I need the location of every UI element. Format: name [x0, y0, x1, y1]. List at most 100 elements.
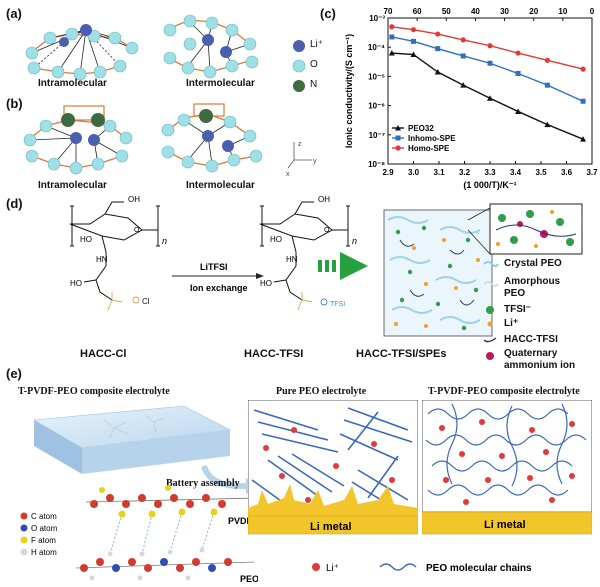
li-metal-label-right: Li metal	[484, 519, 526, 531]
panel-d-label: (d)	[6, 196, 23, 211]
hacc-tfsi-structure	[259, 201, 350, 301]
legend-label-PEO32: PEO32	[408, 124, 434, 133]
x-tick-label: 3.3	[484, 168, 496, 177]
svg-text:O: O	[324, 227, 330, 234]
panel-b-label: (b)	[6, 96, 23, 111]
point-PEO32	[388, 50, 395, 56]
point-PEO32	[544, 121, 551, 128]
green-process-arrow	[318, 252, 368, 280]
legend-amorphous-peo: Amorphous PEO	[504, 276, 561, 299]
pvdf-peo-molecular-model: C atom O atom F atom H atom PVDF PEO	[20, 485, 258, 584]
point-Inhomo-SPE	[580, 98, 586, 104]
x-tick-label: 2.9	[382, 168, 394, 177]
hacc-cl-ammonium	[107, 292, 140, 311]
intramolecular-structure-a	[25, 24, 139, 81]
legend-crystal-peo: Crystal PEO	[504, 258, 562, 269]
pure-peo-title: Pure PEO electrolyte	[276, 386, 367, 397]
point-Homo-SPE	[580, 66, 586, 72]
panel-b-structures	[23, 103, 263, 175]
point-Homo-SPE	[544, 57, 550, 63]
x-tick-label: 3.7	[586, 168, 598, 177]
point-PEO32	[580, 136, 587, 142]
panel-e-legend: Li⁺ PEO molecular chains	[312, 563, 532, 574]
legend-li: Li⁺	[310, 39, 324, 50]
peo-label: PEO	[240, 574, 258, 584]
point-Inhomo-SPE	[515, 70, 521, 76]
top-tick-label: 70	[384, 7, 393, 16]
axis-z-label: z	[298, 141, 302, 148]
caption-hacc-cl: HACC-Cl	[80, 348, 127, 360]
svg-text:OH: OH	[318, 196, 330, 204]
caption-hacc-tfsi-spes: HACC-TFSI/SPEs	[356, 348, 447, 360]
legend-o: O	[310, 59, 318, 70]
legend-marker-Homo-SPE	[395, 145, 401, 151]
panel-c-label: (c)	[320, 6, 336, 21]
legend-li-ion: Li⁺	[504, 318, 519, 329]
legend-li-plus: Li⁺	[326, 563, 339, 574]
series-line-Homo-SPE	[391, 26, 584, 70]
top-tick-label: 60	[413, 7, 422, 16]
point-PEO32	[434, 69, 441, 75]
svg-text:HO: HO	[80, 235, 92, 244]
spe-membrane-schematic	[383, 203, 583, 337]
point-PEO32	[460, 82, 467, 88]
panel-a-right-caption: Intermolecular	[186, 78, 255, 89]
legend-label-Inhomo-SPE: Inhomo-SPE	[408, 134, 456, 143]
li-ion-swatch	[293, 40, 305, 52]
y-tick-label: 10⁻⁴	[368, 43, 385, 52]
svg-text:Cl: Cl	[142, 297, 150, 306]
y-tick-label: 10⁻⁷	[369, 131, 385, 140]
point-PEO32	[487, 95, 493, 101]
point-Homo-SPE	[487, 43, 493, 49]
panel-e-label: (e)	[6, 366, 22, 381]
y-tick-label: 10⁻⁸	[368, 160, 385, 169]
axis-x-label: x	[286, 171, 290, 178]
point-Homo-SPE	[460, 37, 466, 43]
svg-text:LiTFSI: LiTFSI	[200, 262, 228, 272]
point-PEO32	[515, 108, 522, 114]
top-tick-label: 30	[500, 7, 509, 16]
composite-title-left: T-PVDF-PEO composite electrolyte	[18, 386, 170, 397]
pvdf-label: PVDF	[228, 516, 253, 526]
chain-swatch	[379, 563, 417, 571]
oxygen-swatch	[292, 59, 306, 73]
x-tick-label: 3.5	[535, 168, 547, 177]
svg-text:HO: HO	[270, 235, 282, 244]
composite-title-right: T-PVDF-PEO composite electrolyte	[428, 386, 580, 397]
svg-text:TFSI: TFSI	[330, 301, 345, 308]
element-legend: Li⁺ O N	[292, 38, 332, 102]
panel-a-structures	[25, 14, 259, 81]
svg-text:HN: HN	[96, 255, 108, 264]
svg-text:Ion exchange: Ion exchange	[190, 283, 248, 293]
svg-text:HN: HN	[286, 255, 298, 264]
caption-hacc-tfsi: HACC-TFSI	[244, 348, 304, 360]
point-Inhomo-SPE	[411, 38, 416, 44]
legend-label-Homo-SPE: Homo-SPE	[408, 144, 450, 153]
axis-y-label: y	[313, 158, 317, 165]
legend-marker-Inhomo-SPE	[395, 135, 401, 141]
legend-quaternary-ammonium: Quaternary ammonium ion	[504, 348, 576, 371]
legend-hacc-tfsi: HACC-TFSI	[504, 334, 558, 345]
legend-peo-chains: PEO molecular chains	[426, 563, 532, 574]
svg-text:n: n	[352, 236, 357, 246]
point-Inhomo-SPE	[435, 46, 441, 52]
x-tick-label: 3.6	[561, 168, 573, 177]
top-tick-label: 20	[529, 7, 538, 16]
atom-legend-o: O atom	[31, 524, 58, 533]
top-tick-label: 10	[558, 7, 567, 16]
svg-text:O: O	[134, 227, 140, 234]
point-PEO32	[410, 51, 417, 57]
x-tick-label: 3.4	[510, 168, 522, 177]
point-Homo-SPE	[435, 31, 441, 37]
series-line-PEO32	[391, 52, 584, 140]
x-tick-label: 3.0	[408, 168, 420, 177]
battery-assembly-label: Battery assembly	[166, 478, 240, 489]
li-metal-label-mid: Li metal	[310, 521, 352, 533]
panel-b-left-caption: Intramolecular	[38, 180, 107, 191]
legend-n: N	[310, 79, 318, 90]
intramolecular-structure-b	[23, 105, 133, 175]
x-tick-label: 3.2	[459, 168, 471, 177]
x-tick-label: 3.1	[433, 168, 445, 177]
point-Inhomo-SPE	[389, 34, 395, 40]
